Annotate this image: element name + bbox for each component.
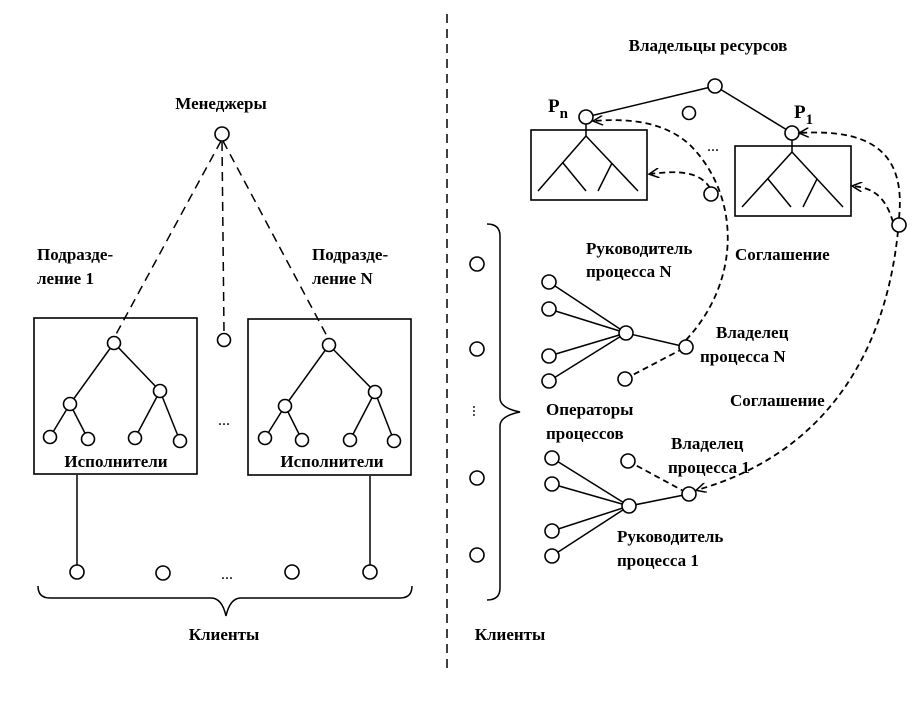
clients-ellipsis: ...	[221, 566, 233, 583]
division-n-node	[277, 398, 293, 414]
division-1-node	[42, 429, 58, 445]
resource-p1-box	[734, 145, 852, 217]
division-n-label: ление N	[312, 269, 373, 288]
division-n-tree	[257, 337, 402, 449]
clients-label: Клиенты	[475, 625, 546, 644]
agreement-label: Соглашение	[735, 245, 830, 264]
division-1-node	[152, 383, 168, 399]
agreement-1-node	[891, 217, 907, 233]
division-n-root-node	[321, 337, 337, 353]
manager-n-node	[618, 325, 634, 341]
agreement-n-node	[703, 186, 719, 202]
middle-division-node	[216, 332, 232, 348]
manager-link-division-1	[113, 140, 222, 339]
client-node	[469, 256, 485, 272]
division-1-label: ление 1	[37, 269, 94, 288]
client-node	[469, 547, 485, 563]
manager-link-middle	[221, 141, 225, 333]
operators-label: Операторы	[546, 400, 633, 419]
client-node	[284, 564, 300, 580]
manager-1-node	[621, 498, 637, 514]
operator-node	[620, 453, 636, 469]
client-node	[155, 565, 171, 581]
operator-node	[541, 348, 557, 364]
division-n-node	[386, 433, 402, 449]
resource-pn-box	[530, 129, 648, 201]
client-node	[469, 341, 485, 357]
right-structure: Владельцы ресурсов Pn P1 ... Руководител…	[469, 36, 907, 644]
operator-node	[544, 548, 560, 564]
division-1-node	[172, 433, 188, 449]
operator-node	[544, 450, 560, 466]
clients-label: Клиенты	[189, 625, 260, 644]
divisions-ellipsis: ...	[218, 412, 230, 429]
operators-label: процессов	[546, 424, 624, 443]
operator-node	[617, 371, 633, 387]
executors-label-n: Исполнители	[280, 452, 383, 471]
division-1-tree	[42, 335, 188, 449]
owner-n-label: процесса N	[700, 347, 786, 366]
pn-node	[578, 109, 594, 125]
clients-brace	[37, 585, 413, 617]
client-node	[469, 470, 485, 486]
operator-node	[541, 373, 557, 389]
manager-1-label: Руководитель	[617, 527, 723, 546]
division-1-root-node	[106, 335, 122, 351]
agreement-label: Соглашение	[730, 391, 825, 410]
executors-label-1: Исполнители	[64, 452, 167, 471]
owner-1-node	[681, 486, 697, 502]
owner-1-label: Владелец	[671, 434, 744, 453]
division-n-label: Подразде-	[312, 245, 388, 264]
p1-node	[784, 125, 800, 141]
owner-1-label: процесса 1	[668, 458, 750, 477]
left-structure: Менеджеры Подразде- ление 1 Подразде- ле…	[33, 94, 413, 644]
division-n-box	[247, 318, 412, 476]
resource-owners-label: Владельцы ресурсов	[629, 36, 788, 55]
division-1-label: Подразде-	[37, 245, 113, 264]
client-node	[69, 564, 85, 580]
p1-label: P1	[794, 102, 813, 128]
manager-1-label: процесса 1	[617, 551, 699, 570]
operator-node	[544, 476, 560, 492]
agreement-1-arrow-to-p1	[800, 132, 901, 219]
operator-node	[541, 274, 557, 290]
division-n-node	[342, 432, 358, 448]
division-1-node	[127, 430, 143, 446]
clients-ellipsis: ...	[469, 405, 486, 417]
manager-n-label: Руководитель	[586, 239, 692, 258]
resource-owner-node	[681, 105, 697, 121]
owner-n-node	[678, 339, 694, 355]
division-1-box	[33, 317, 198, 475]
manager-link-division-n	[222, 140, 329, 339]
division-n-node	[294, 432, 310, 448]
operator-node	[541, 301, 557, 317]
managers-label: Менеджеры	[175, 94, 266, 113]
owner-n-label: Владелец	[716, 323, 789, 342]
operators-brace	[486, 223, 521, 601]
division-n-node	[367, 384, 383, 400]
operator-node	[544, 523, 560, 539]
manager-node	[214, 126, 230, 142]
agreement-n-arrow-to-box	[650, 172, 711, 189]
client-node	[362, 564, 378, 580]
division-1-node	[62, 396, 78, 412]
owners-ellipsis: ...	[707, 138, 719, 155]
resource-owners-root-node	[707, 78, 723, 94]
agreement-1-arrow-to-box	[853, 186, 894, 223]
pn-label: Pn	[548, 96, 569, 122]
division-1-node	[80, 431, 96, 447]
agreement-n-arrow-to-owner	[594, 120, 729, 341]
manager-n-label: процесса N	[586, 262, 672, 281]
agreement-1-arrow-to-owner	[697, 230, 899, 490]
division-n-node	[257, 430, 273, 446]
